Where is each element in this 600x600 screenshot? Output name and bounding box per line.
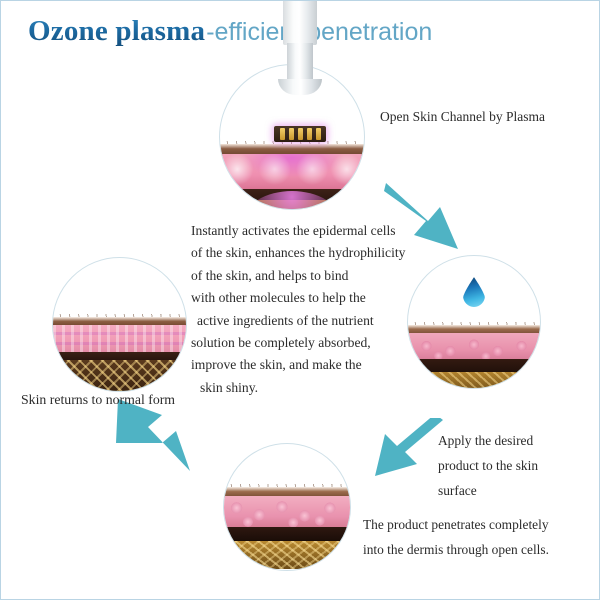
epidermis-layer (408, 332, 540, 362)
label-apply-line-2: product to the skin (438, 458, 539, 473)
center-para-line-1: Instantly activates the epidermal cells (191, 223, 396, 238)
center-para-line-8: skin shiny. (200, 379, 259, 395)
skin-surface-layer (224, 486, 350, 497)
title-subtitle-text: -efficient penetration (206, 18, 433, 46)
label-penetrate-line-2: into the dermis through open cells. (363, 542, 549, 557)
step-circle-penetrate (223, 443, 351, 571)
device-neck (287, 43, 313, 83)
skin-surface-layer (53, 316, 186, 326)
center-description-paragraph: Instantly activates the epidermal cells … (191, 220, 406, 399)
device-barrel (283, 1, 317, 45)
step-circle-apply-product (407, 255, 541, 389)
arrow-top-to-right (384, 183, 458, 249)
label-skin-returns-normal: Skin returns to normal form (21, 392, 176, 407)
subcutaneous-fat-layer (408, 372, 540, 388)
center-para-line-7: improve the skin, and make the (191, 357, 362, 373)
center-para-line-2: of the skin, enhances the hydrophilicity (191, 245, 406, 261)
dermis-layer (408, 358, 540, 374)
plasma-tip-icon (274, 126, 326, 142)
epidermis-layer (224, 495, 350, 530)
step-circle-normal-form (52, 257, 187, 392)
label-apply-line-1: Apply the desired (438, 433, 534, 448)
label-apply-line-3: surface (438, 483, 477, 498)
label-open-skin-channel: Open Skin Channel by Plasma (380, 109, 545, 124)
center-para-line-4: with other molecules to help the (191, 290, 366, 306)
arrow-right-to-bottom (375, 418, 443, 476)
label-product-penetrates: The product penetrates completely into t… (363, 512, 598, 562)
plasma-glow-effect (244, 191, 340, 209)
device-flare (278, 79, 322, 95)
skin-surface-layer (220, 144, 364, 156)
plasma-device-icon (276, 1, 324, 123)
label-apply-product: Apply the desired product to the skin su… (438, 428, 588, 503)
center-para-line-6: solution be completely absorbed, (191, 335, 371, 351)
dermis-layer (53, 352, 186, 362)
dermis-layer (224, 527, 350, 543)
title-main-text: Ozone plasma (28, 15, 206, 47)
subcutaneous-fat-layer (224, 541, 350, 569)
epidermis-layer (53, 324, 186, 356)
epidermis-layer (220, 154, 364, 192)
center-para-line-5: active ingredients of the nutrient (197, 312, 374, 328)
water-droplet-icon (463, 277, 485, 307)
center-para-line-3: of the skin, and helps to bind (191, 267, 349, 283)
skin-surface-layer (408, 324, 540, 334)
subcutaneous-fat-layer (53, 360, 186, 391)
page-title: Ozone plasma-efficient penetration (28, 15, 432, 48)
arrow-bottom-to-left (116, 399, 190, 471)
label-penetrate-line-1: The product penetrates completely (363, 517, 549, 532)
